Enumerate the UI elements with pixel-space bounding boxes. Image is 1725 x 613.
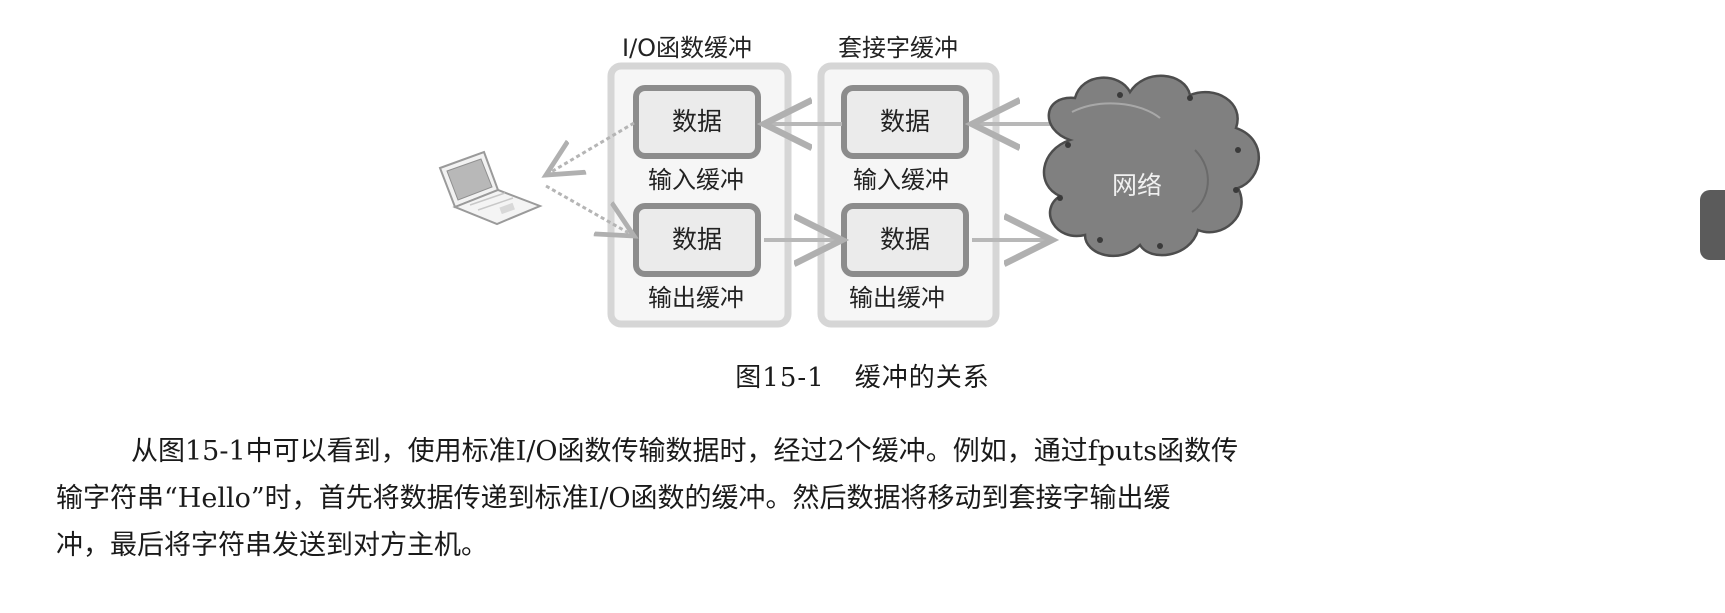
page-edge-tab xyxy=(1700,190,1725,260)
body-line-1: 从图15-1中可以看到，使用标准I/O函数传输数据时，经过2个缓冲。例如，通过f… xyxy=(131,436,1239,467)
socket-buffer-title: 套接字缓冲 xyxy=(838,34,958,62)
network-cloud-icon xyxy=(1042,74,1261,258)
io-output-data-label: 数据 xyxy=(671,225,722,254)
arrow-laptop-to-io-output xyxy=(545,184,634,236)
io-output-data-box xyxy=(633,203,761,277)
body-paragraph: 从图15-1中可以看到，使用标准I/O函数传输数据时，经过2个缓冲。例如，通过f… xyxy=(56,428,1661,569)
body-line-3: 冲，最后将字符串发送到对方主机。 xyxy=(56,530,488,561)
figure-caption: 图15-1 缓冲的关系 xyxy=(0,357,1725,394)
socket-input-buffer-label: 输入缓冲 xyxy=(853,166,949,194)
socket-output-data-label: 数据 xyxy=(879,225,930,254)
io-output-buffer-label: 输出缓冲 xyxy=(648,284,744,312)
arrow-io-input-to-laptop xyxy=(546,121,635,175)
caption-number: 图15-1 xyxy=(735,363,825,393)
io-input-data-label: 数据 xyxy=(671,107,722,136)
caption-text: 缓冲的关系 xyxy=(854,363,990,393)
io-buffer-title: I/O函数缓冲 xyxy=(622,34,753,62)
figure-graphics xyxy=(438,62,1261,328)
buffer-relationship-figure: I/O函数缓冲 套接字缓冲 数据 数据 数据 数据 输入缓冲 输出缓冲 输入缓冲… xyxy=(438,34,1261,328)
laptop-icon xyxy=(438,150,543,226)
network-label: 网络 xyxy=(1112,171,1163,200)
socket-output-buffer-label: 输出缓冲 xyxy=(849,284,945,312)
body-line-2: 输字符串“Hello”时，首先将数据传递到标准I/O函数的缓冲。然后数据将移动到… xyxy=(56,483,1171,514)
socket-input-data-label: 数据 xyxy=(879,107,930,136)
io-input-buffer-label: 输入缓冲 xyxy=(648,166,744,194)
